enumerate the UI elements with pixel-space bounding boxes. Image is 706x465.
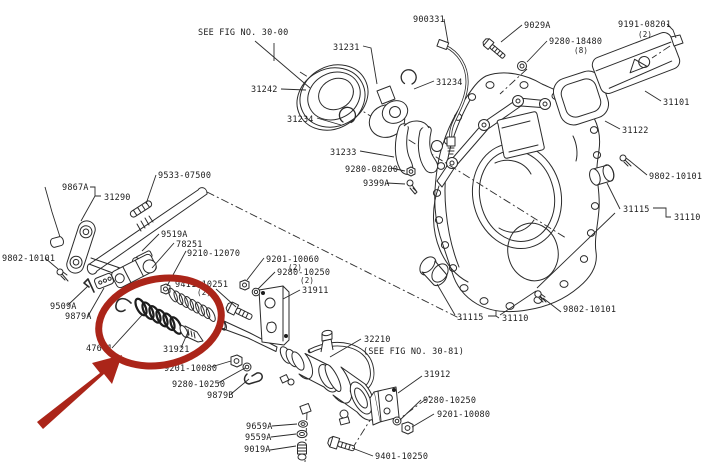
part-label-31110-bottom: 31110 [502, 314, 529, 324]
part-label-31115-right: 31115 [623, 205, 650, 215]
bushing-31115-left [419, 256, 449, 286]
bolt-axis-2 [351, 416, 373, 450]
part-label-31115-bottom: 31115 [457, 313, 484, 323]
part-qty-9280-10250-a: (2) [300, 276, 314, 285]
clutch-fork-31233 [394, 120, 443, 175]
part-label-32210: 32210 [364, 335, 391, 345]
highlight-annotation [37, 274, 225, 429]
part-label-9280-08200: 9280-08200 [345, 165, 398, 175]
part-label-9879B: 9879B [207, 391, 234, 401]
snap-ring-31234-right [400, 69, 417, 85]
part-label-9519A: 9519A [161, 230, 188, 240]
part-label-9191-08201: 9191-08201 [618, 20, 671, 30]
part-label-47601: 47601 [86, 344, 113, 354]
part-label-9029A: 9029A [524, 21, 551, 31]
bolt-9399A [406, 179, 418, 195]
part-label-31110-right: 31110 [674, 213, 701, 223]
part-label-9201-10080-b: 9201-10080 [437, 410, 490, 420]
part-label-9509A: 9509A [50, 302, 77, 312]
control-rod-axis [206, 191, 464, 321]
bolt-9411 [225, 301, 253, 320]
withdrawal-lever-group [49, 187, 208, 293]
control-spring-group [111, 250, 290, 385]
part-label-31234-left: 31234 [287, 115, 314, 125]
clip-9509A [83, 278, 95, 293]
part-label-31231: 31231 [333, 43, 360, 53]
bolt-axis [499, 68, 528, 95]
part-label-9280-18480: 9280-18480 [549, 37, 602, 47]
part-label-9201-10080-a: 9201-10080 [164, 364, 217, 374]
part-label-9533-07500: 9533-07500 [158, 171, 211, 181]
gasket-31122 [552, 70, 610, 126]
return-spring [168, 287, 216, 322]
nut-9201-bottom [401, 421, 414, 435]
part-label-9659A: 9659A [246, 422, 273, 432]
bracket-31911 [258, 285, 290, 346]
bushing-31115-right [589, 164, 615, 186]
part-label-9201-10060: 9201-10060 [266, 255, 319, 265]
screw-9802-right [619, 154, 632, 167]
part-label-9802-10101-right: 9802-10101 [649, 172, 702, 182]
part-label-31290: 31290 [104, 193, 131, 203]
part-label-31242: 31242 [251, 85, 278, 95]
drain-parts [296, 420, 308, 461]
part-qty-9280-18480: (8) [574, 46, 588, 55]
release-bearing-group [296, 64, 443, 195]
part-label-31911: 31911 [302, 286, 329, 296]
nut-9280-08200 [406, 166, 416, 177]
part-label-see-fig: SEE FIG NO. 30-00 [198, 28, 288, 38]
part-qty-9411-10251: (2) [197, 288, 211, 297]
snap-ring-31234-left [338, 106, 357, 124]
leader-lines [44, 18, 677, 457]
part-label-9802-10101-bottom: 9802-10101 [563, 305, 616, 315]
bracket-31912 [369, 386, 400, 426]
part-label-78251: 78251 [176, 240, 203, 250]
part-label-9210-12070: 9210-12070 [187, 249, 240, 259]
bolt-9029A [482, 38, 506, 59]
part-label-31921: 31921 [163, 345, 190, 355]
washer-9280-18480 [517, 61, 527, 71]
hose-900331 [436, 38, 469, 155]
part-label-900331: 900331 [413, 15, 445, 25]
highlight-arrow [37, 355, 122, 429]
part-label-9559A: 9559A [245, 433, 272, 443]
front-cover [432, 95, 578, 283]
part-qty-9201-10060: (2) [288, 263, 302, 272]
part-note-32210: (SEE FIG NO. 30-81) [363, 347, 464, 357]
part-label-9399A: 9399A [363, 179, 390, 189]
bolt-9401-10250 [327, 435, 356, 452]
screw-9802-bottom [534, 290, 547, 303]
part-label-31101: 31101 [663, 98, 690, 108]
bushing-9867A [49, 236, 64, 248]
clip-9879B [243, 372, 263, 385]
part-label-31122: 31122 [622, 126, 649, 136]
spring-31921 [115, 297, 204, 343]
part-label-9280-10250-c: 9280-10250 [423, 396, 476, 406]
part-label-9879A: 9879A [65, 312, 92, 322]
part-label-9401-10250: 9401-10250 [375, 452, 428, 462]
part-label-31912: 31912 [424, 370, 451, 380]
plug-9191 [670, 34, 684, 47]
part-label-9280-10250-a: 9280-10250 [277, 268, 330, 278]
part-label-9019A: 9019A [244, 445, 271, 455]
clutch-booster-32210 [279, 329, 377, 426]
part-label-9280-10250-b: 9280-10250 [172, 380, 225, 390]
highlight-ellipse [95, 274, 225, 370]
part-label-9802-10101-left: 9802-10101 [2, 254, 55, 264]
dust-cover-31101 [591, 32, 684, 94]
part-label-31233: 31233 [330, 148, 357, 158]
part-label-9867A: 9867A [62, 183, 89, 193]
part-qty-9191-08201: (2) [638, 30, 652, 39]
part-label-31234-right: 31234 [436, 78, 463, 88]
